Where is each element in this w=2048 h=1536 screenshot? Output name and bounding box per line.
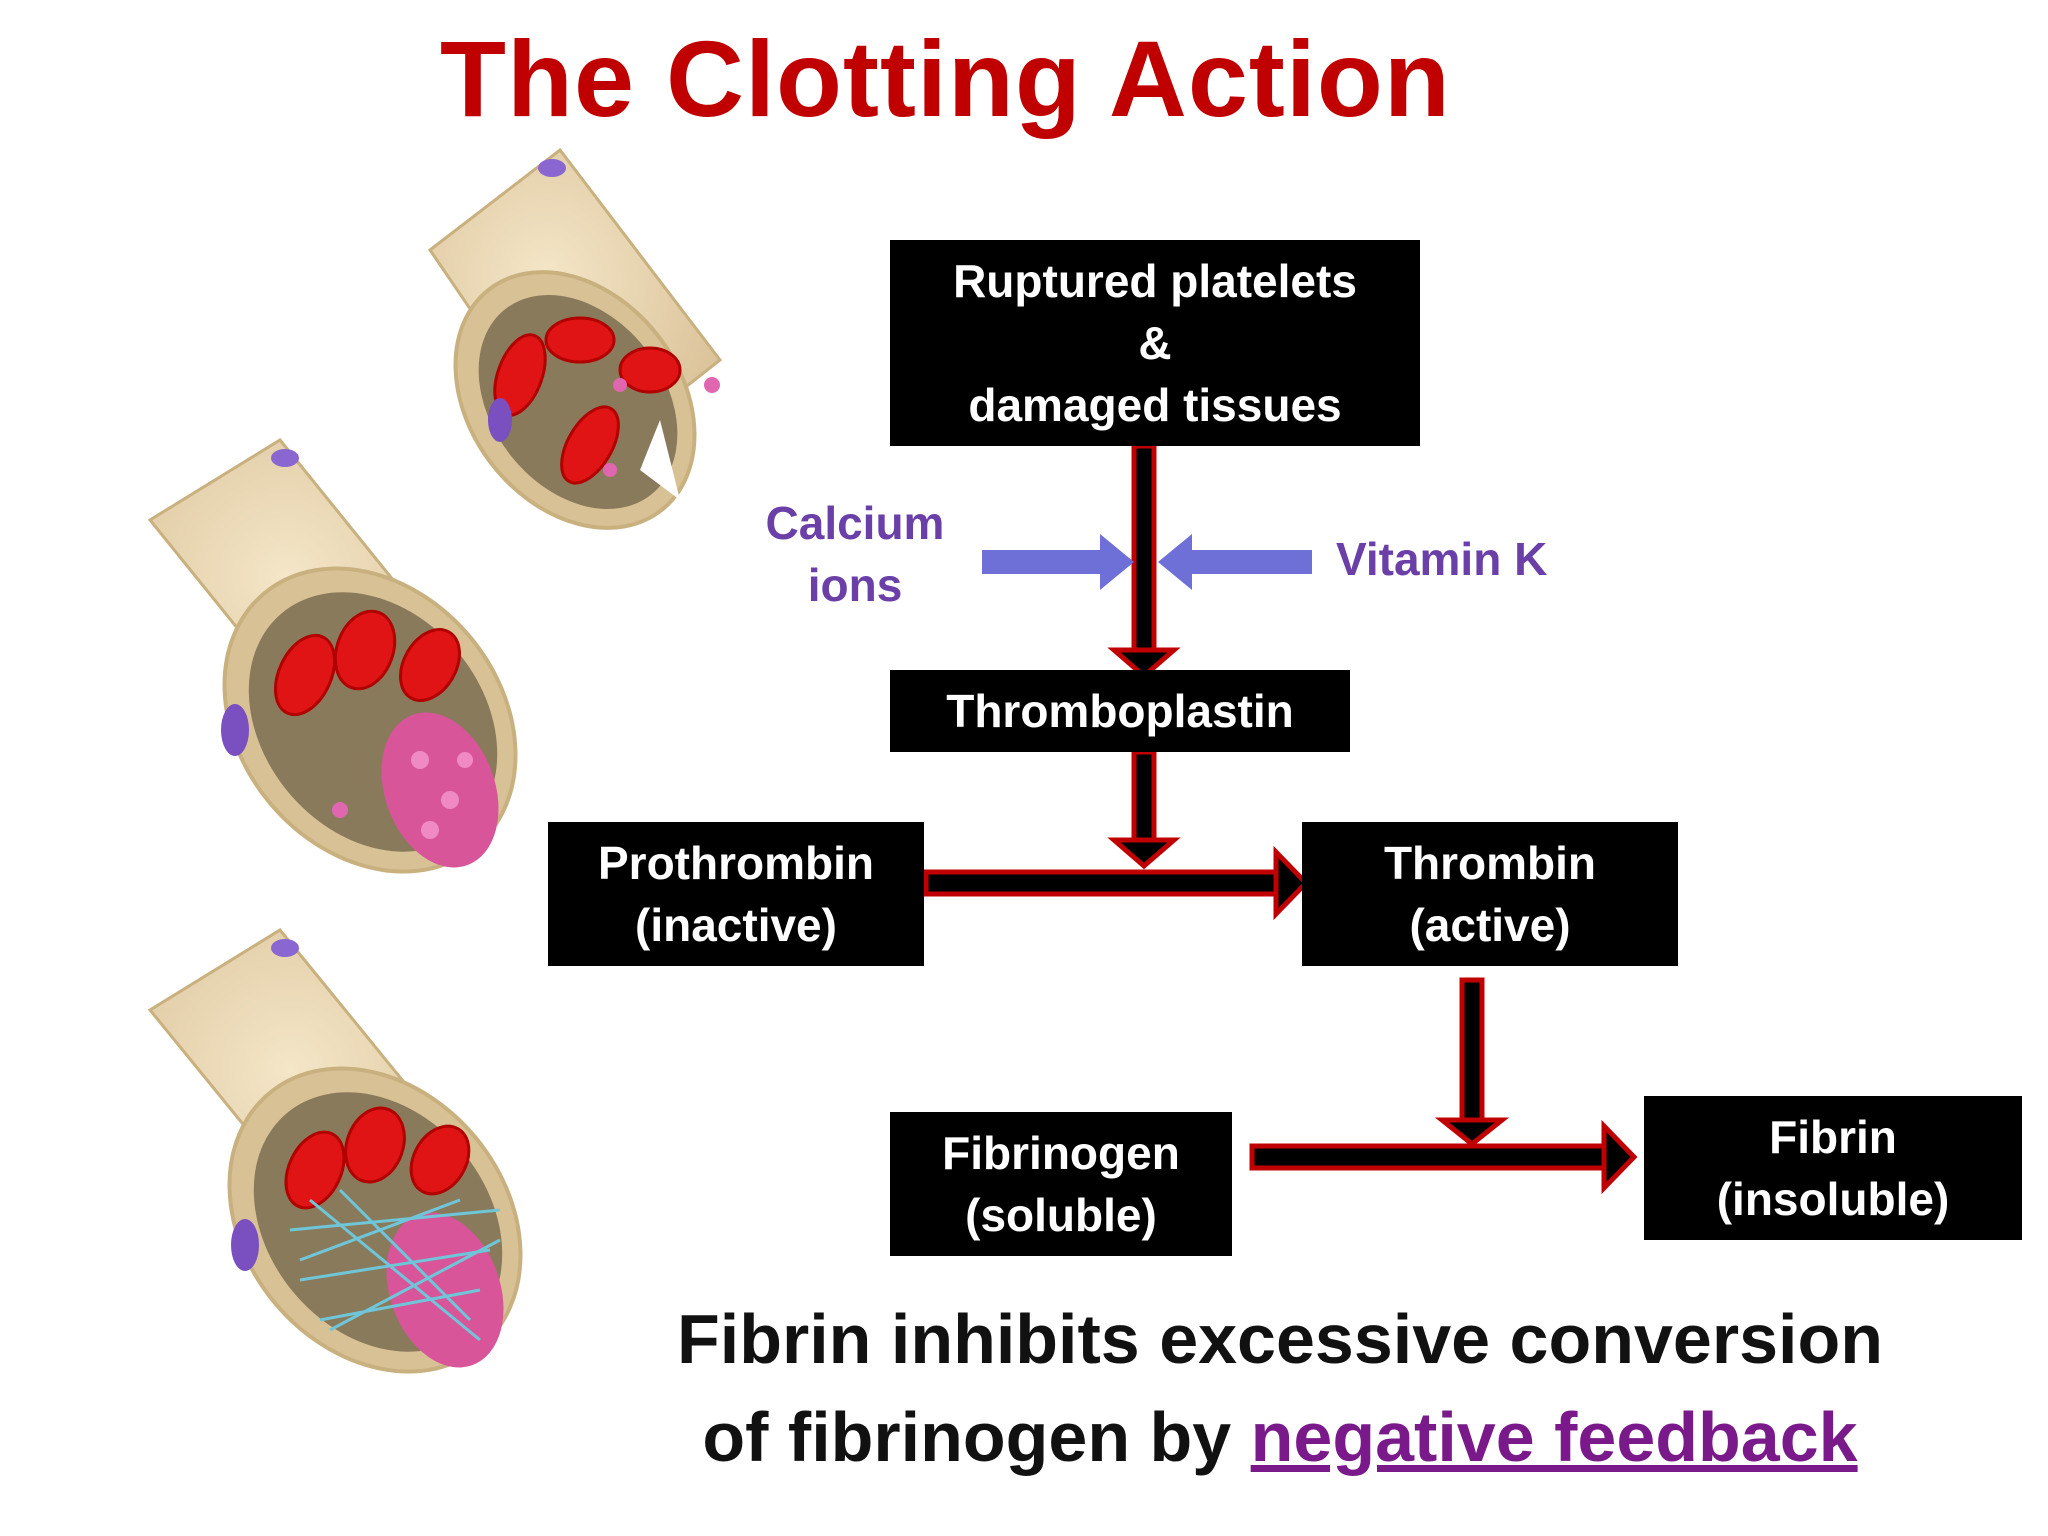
box-prothrombin-line-2: (inactive) [635,899,837,951]
arrow-thrombin-to-conversion [1434,977,1510,1148]
arrow-prothrombin-to-thrombin [923,845,1310,921]
feedback-note: Fibrin inhibits excessive conversion of … [560,1290,2000,1486]
box-fibrin-line-2: (insoluble) [1716,1173,1950,1225]
feedback-note-line-1: Fibrin inhibits excessive conversion [677,1300,1883,1378]
vessel-platelet-plug-illustration [147,438,518,874]
box-thromboplastin-label: Thromboplastin [946,685,1294,737]
label-vitamin-k: Vitamin K [1336,533,1548,585]
box-fibrinogen: Fibrinogen (soluble) [890,1112,1232,1256]
page-title: The Clotting Action [440,18,1451,139]
box-fibrinogen-line-1: Fibrinogen [942,1127,1180,1179]
feedback-note-line-2: of fibrinogen by negative feedback [560,1388,2000,1486]
box-prothrombin-line-1: Prothrombin [598,837,874,889]
arrow-vitamin-k [1158,534,1312,590]
arrow-calcium-ions [982,534,1134,590]
box-fibrinogen-line-2: (soluble) [965,1189,1157,1241]
box-fibrin-line-1: Fibrin [1769,1111,1897,1163]
box-ruptured-platelets: Ruptured platelets & damaged tissues [890,240,1420,446]
arrow-fibrinogen-to-fibrin [1249,1119,1638,1195]
box-thromboplastin: Thromboplastin [890,670,1350,752]
box-ruptured-line-2: & [1138,317,1172,369]
box-thrombin-line-1: Thrombin [1383,837,1597,889]
label-calcium-line-1: Calcium [765,497,945,549]
box-ruptured-line-1: Ruptured platelets [953,255,1357,307]
box-fibrin: Fibrin (insoluble) [1644,1096,2022,1240]
vessel-ruptured-illustration [427,147,723,530]
negative-feedback-link[interactable]: negative feedback [1250,1398,1858,1476]
arrow-thromboplastin-to-conversion [1107,749,1181,870]
label-calcium-line-2: ions [807,559,903,611]
box-thrombin: Thrombin (active) [1302,822,1678,966]
arrow-ruptured-to-thromboplastin [1107,443,1181,680]
vessel-fibrin-clot-illustration [147,928,523,1374]
label-calcium-ions: Calcium ions [745,492,965,616]
box-prothrombin: Prothrombin (inactive) [548,822,924,966]
box-ruptured-line-3: damaged tissues [968,379,1342,431]
feedback-note-prefix: of fibrinogen by [702,1398,1251,1476]
box-thrombin-line-2: (active) [1409,899,1571,951]
